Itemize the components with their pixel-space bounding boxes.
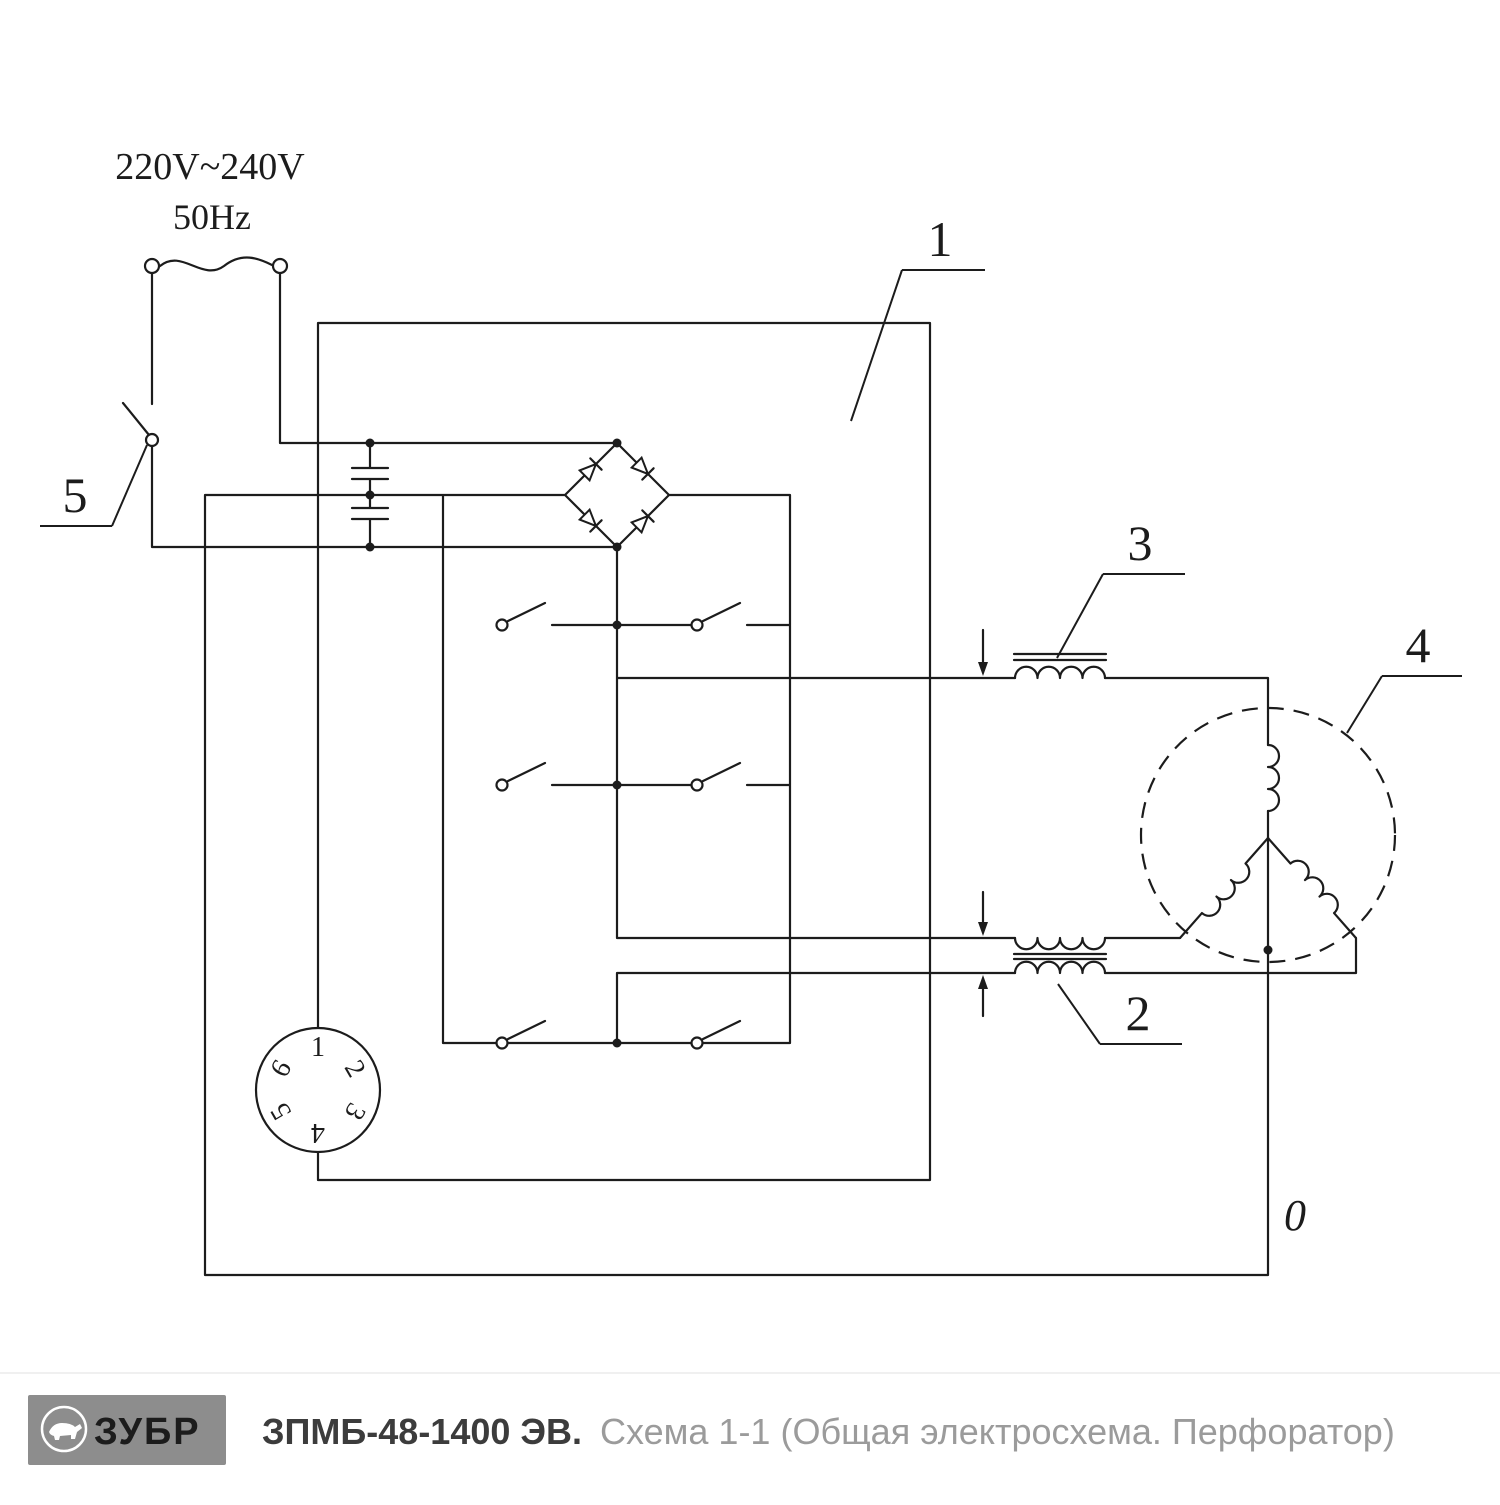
motor (1139, 706, 1397, 964)
footer-title: ЗПМБ-48-1400 ЭВ. Схема 1-1 (Общая электр… (262, 1411, 1395, 1452)
voltage-label: 220V~240V (115, 146, 305, 188)
brand-logo: ЗУБР (28, 1395, 226, 1465)
diode-icon (629, 455, 655, 481)
diode-icon (629, 509, 655, 535)
callout-2: 2 (1057, 983, 1182, 1045)
callout-2-label: 2 (1126, 985, 1151, 1041)
diode-icon (577, 457, 603, 483)
brand-name: ЗУБР (94, 1411, 201, 1453)
connector-pin-label: 1 (311, 1032, 325, 1063)
neutral-label: 0 (1284, 1191, 1306, 1240)
callout-5: 5 (40, 444, 148, 527)
field-coil-mid (1012, 936, 1108, 961)
power-switch (144, 432, 160, 448)
connector-pin-label: 4 (311, 1117, 325, 1148)
callout-1-label: 1 (928, 211, 953, 267)
control-unit-box (316, 321, 932, 1182)
brush-arrow-icons (978, 662, 988, 989)
motor-dashed-outline (1139, 706, 1397, 964)
footer: ЗУБР ЗПМБ-48-1400 ЭВ. Схема 1-1 (Общая э… (0, 1372, 1500, 1465)
frequency-label: 50Hz (173, 197, 251, 237)
callout-1: 1 (850, 211, 985, 422)
bridge-rectifier (577, 455, 655, 535)
callout-5-label: 5 (63, 467, 88, 523)
callout-3-label: 3 (1128, 515, 1153, 571)
bison-icon (40, 1405, 88, 1453)
callout-4-label: 4 (1406, 617, 1431, 673)
callout-4: 4 (1346, 617, 1462, 734)
field-coil-top (1012, 652, 1108, 680)
mode-selector-connector: 1 2 3 4 5 6 (254, 1026, 382, 1154)
diode-icon (577, 507, 603, 533)
footer-model: ЗПМБ-48-1400 ЭВ. (262, 1411, 582, 1452)
junction-dots (365, 438, 1273, 1048)
callout-3: 3 (1056, 515, 1185, 659)
footer-description: Схема 1-1 (Общая электросхема. Перфорато… (600, 1411, 1395, 1452)
switch-matrix-contacts (495, 618, 704, 1050)
field-coil-bottom (1013, 960, 1107, 975)
supply-terminals (143, 257, 289, 275)
